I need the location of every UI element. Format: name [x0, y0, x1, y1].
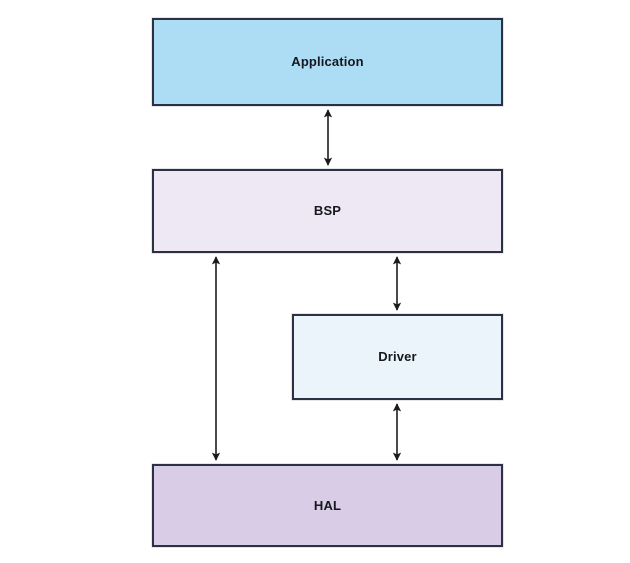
node-hal-label: HAL	[313, 497, 342, 513]
node-bsp-label: BSP	[313, 203, 342, 219]
node-driver-label: Driver	[378, 349, 417, 365]
node-application-label: Application	[291, 54, 364, 70]
node-bsp[interactable]: BSP	[152, 169, 503, 253]
node-hal[interactable]: HAL	[152, 464, 503, 547]
node-driver[interactable]: Driver	[292, 314, 503, 400]
node-application[interactable]: Application	[152, 18, 503, 106]
